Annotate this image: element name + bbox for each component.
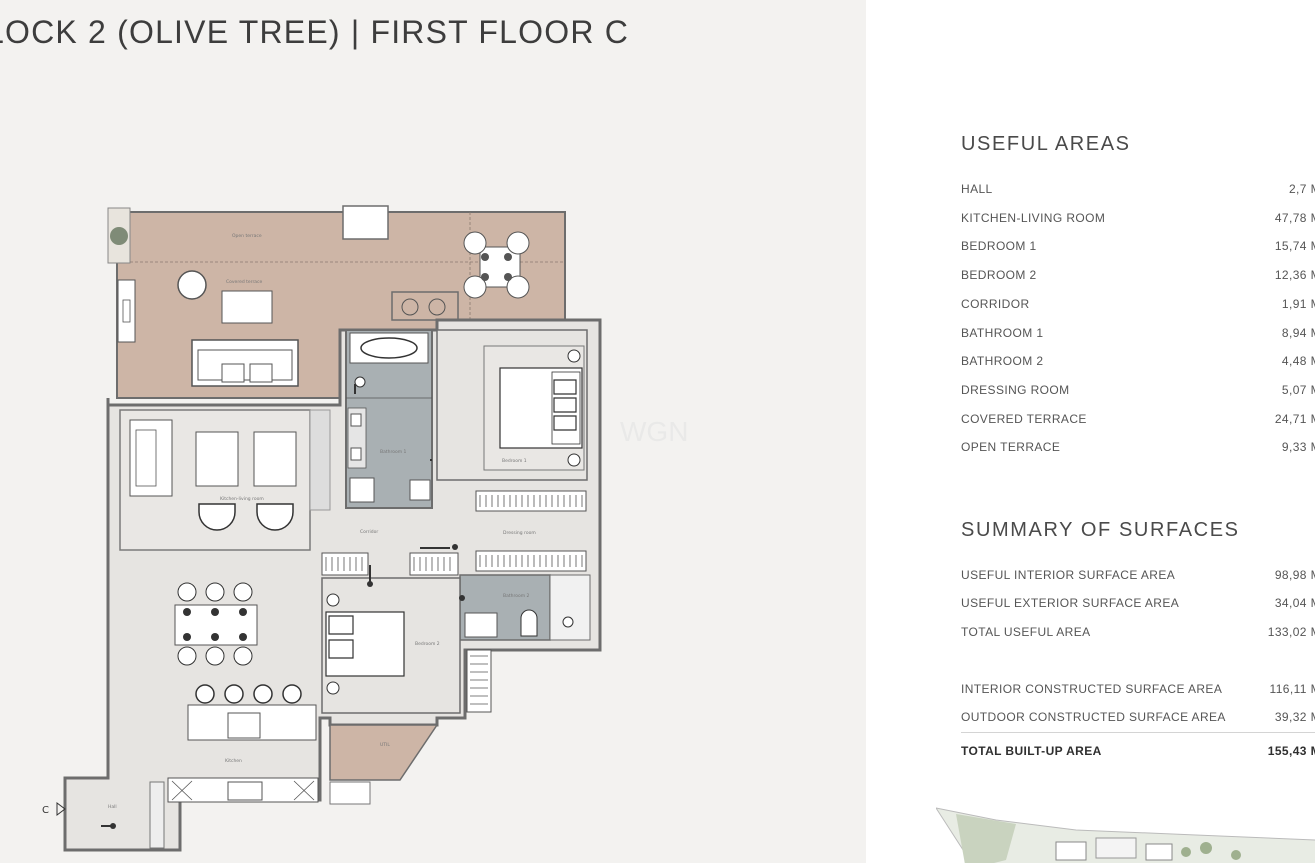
living-sofa	[129, 419, 173, 497]
total-label: TOTAL BUILT-UP AREA	[961, 744, 1102, 758]
hall-cabinet	[149, 781, 165, 849]
area-row: BEDROOM 2 12,36 M	[961, 268, 1315, 288]
label-balcony: UTIL	[380, 742, 390, 748]
area-value: 2,7 M	[1288, 182, 1315, 196]
area-value: 9,33 M	[1281, 440, 1315, 455]
watermark: WGN	[620, 416, 688, 447]
kitchen-island	[187, 704, 317, 741]
wardrobe-row	[475, 550, 587, 572]
sideboard	[117, 279, 136, 343]
summary-title: SUMMARY OF SURFACES	[961, 519, 1240, 541]
area-label: HALL	[961, 182, 993, 196]
area-label: TOTAL USEFUL AREA	[961, 624, 1091, 639]
label-bathroom-2: Bathroom 2	[503, 593, 530, 599]
area-value: 47,78 M	[1274, 210, 1315, 225]
area-row: CORRIDOR 1,91 M	[961, 297, 1315, 317]
area-row: INTERIOR CONSTRUCTED SURFACE AREA 116,11 …	[961, 682, 1315, 702]
label-kitchen-living: Kitchen-living room	[220, 496, 264, 502]
area-value: 133,02 M	[1267, 624, 1315, 639]
area-label: USEFUL EXTERIOR SURFACE AREA	[961, 596, 1180, 611]
label-bathroom-1: Bathroom 1	[380, 449, 407, 455]
areas-panel: USEFUL AREAS HALL 2,7 M KITCHEN-LIVING ROO…	[866, 0, 1315, 863]
label-bedroom-1: Bedroom 1	[502, 458, 527, 464]
area-value: 116,11 M	[1269, 682, 1315, 696]
area-label: DRESSING ROOM	[961, 382, 1070, 397]
area-row: COVERED TERRACE 24,71 M	[961, 412, 1315, 432]
entry-marker-label: C	[42, 805, 49, 816]
lounge-seat-left	[198, 503, 236, 531]
area-value: 12,36 M	[1274, 268, 1315, 283]
area-row: TOTAL USEFUL AREA 133,02 M	[961, 625, 1315, 645]
lounge-chair	[177, 270, 207, 300]
balcony	[329, 724, 439, 781]
dining-set	[174, 582, 258, 666]
bar-stool	[253, 684, 273, 704]
area-label: BATHROOM 2	[961, 354, 1044, 369]
area-row: BATHROOM 1 8,94 M	[961, 326, 1315, 346]
total-row: TOTAL BUILT-UP AREA 155,43 M	[961, 744, 1315, 764]
area-row: BATHROOM 2 4,48 M	[961, 354, 1315, 374]
wardrobe-row	[321, 552, 369, 576]
area-value: 24,71 M	[1274, 411, 1315, 426]
area-label: COVERED TERRACE	[961, 411, 1087, 426]
label-dressing-room: Dressing room	[503, 530, 536, 536]
floor-plan-drawing: Open terrace Covered terrace Kitchen-liv…	[42, 205, 688, 852]
area-value: 98,98 M	[1274, 568, 1315, 582]
area-row: DRESSING ROOM 5,07 M	[961, 383, 1315, 403]
toilet	[349, 477, 375, 503]
armchair-left	[195, 431, 239, 487]
area-label: BEDROOM 1	[961, 239, 1037, 254]
useful-areas-title: USEFUL AREAS	[961, 133, 1131, 155]
label-bedroom-2: Bedroom 2	[415, 641, 440, 647]
bathtub-enclosure	[391, 291, 459, 321]
shower-tray	[409, 479, 431, 501]
area-value: 8,94 M	[1281, 325, 1315, 340]
area-value: 5,07 M	[1281, 382, 1315, 397]
label-corridor: Corridor	[360, 529, 378, 535]
area-label: OPEN TERRACE	[961, 440, 1061, 455]
area-label: USEFUL INTERIOR SURFACE AREA	[961, 568, 1176, 582]
area-row: OUTDOOR CONSTRUCTED SURFACE AREA 39,32 M	[961, 710, 1315, 730]
label-covered-terrace: Covered terrace	[226, 279, 263, 285]
armchair-right	[253, 431, 297, 487]
plant-icon	[110, 227, 128, 245]
label-open-terrace: Open terrace	[232, 233, 262, 239]
area-value: 15,74 M	[1274, 239, 1315, 254]
area-row: USEFUL INTERIOR SURFACE AREA 98,98 M	[961, 568, 1315, 588]
area-label: OUTDOOR CONSTRUCTED SURFACE AREA	[961, 710, 1226, 725]
tv-wall	[309, 409, 331, 511]
area-row: HALL 2,7 M	[961, 182, 1315, 202]
area-row: OPEN TERRACE 9,33 M	[961, 440, 1315, 460]
outdoor-dining-set	[463, 231, 530, 299]
label-kitchen: Kitchen	[225, 758, 242, 764]
bar-stool	[224, 684, 244, 704]
area-label: CORRIDOR	[961, 296, 1030, 311]
outdoor-sofa	[191, 339, 299, 387]
lounge-seat-right	[256, 503, 294, 531]
area-value: 4,48 M	[1281, 354, 1315, 369]
wardrobe-row	[475, 490, 587, 512]
terrace-column	[342, 205, 389, 240]
area-value: 34,04 M	[1274, 596, 1315, 611]
area-label: KITCHEN-LIVING ROOM	[961, 210, 1106, 225]
bar-stool	[282, 684, 302, 704]
bar-stool	[195, 684, 215, 704]
wardrobe-row	[409, 552, 459, 576]
site-plan-thumbnail	[936, 807, 1315, 863]
area-row: KITCHEN-LIVING ROOM 47,78 M	[961, 211, 1315, 231]
page-title: LOCK 2 (OLIVE TREE) | FIRST FLOOR C	[0, 14, 630, 50]
area-row: BEDROOM 1 15,74 M	[961, 239, 1315, 259]
total-divider	[961, 732, 1315, 733]
area-label: BATHROOM 1	[961, 325, 1044, 340]
label-hall: Hall	[108, 804, 117, 810]
total-value: 155,43 M	[1267, 744, 1315, 758]
coffee-table	[221, 290, 273, 324]
area-label: BEDROOM 2	[961, 268, 1037, 283]
entry-arrow-icon	[56, 802, 66, 816]
floor-plan-panel: LOCK 2 (OLIVE TREE) | FIRST FLOOR C	[0, 0, 866, 863]
area-label: INTERIOR CONSTRUCTED SURFACE AREA	[961, 682, 1223, 696]
area-value: 39,32 M	[1274, 710, 1315, 725]
area-row: USEFUL EXTERIOR SURFACE AREA 34,04 M	[961, 596, 1315, 616]
area-value: 1,91 M	[1281, 296, 1315, 311]
